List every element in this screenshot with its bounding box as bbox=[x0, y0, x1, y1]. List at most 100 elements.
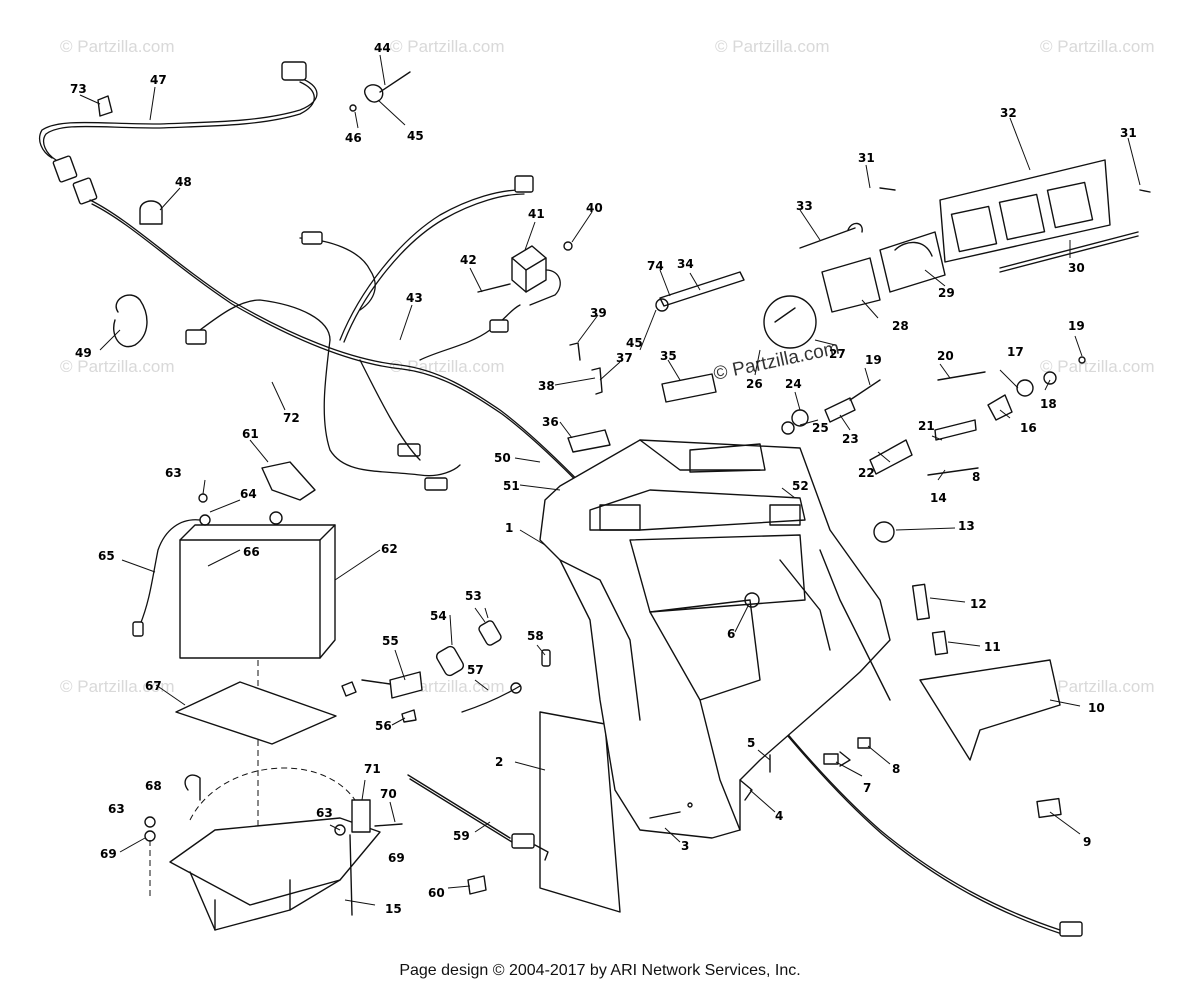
callout-34: 34 bbox=[677, 257, 694, 271]
wire-clip bbox=[97, 95, 113, 117]
watermark: © Partzilla.com bbox=[1040, 357, 1155, 376]
callout-27: 27 bbox=[829, 347, 846, 361]
wire-ring bbox=[113, 294, 148, 348]
callout-8: 8 bbox=[892, 762, 900, 776]
cover-plate bbox=[539, 711, 621, 913]
callout-46: 46 bbox=[345, 131, 362, 145]
callout-58: 58 bbox=[527, 629, 544, 643]
callout-69a: 69 bbox=[100, 847, 117, 861]
callout-11: 11 bbox=[984, 640, 1001, 654]
callout-45b: 45 bbox=[626, 336, 643, 350]
callout-35: 35 bbox=[660, 349, 677, 363]
callout-2: 2 bbox=[495, 755, 503, 769]
watermark: © Partzilla.com bbox=[1040, 37, 1155, 56]
callout-10: 10 bbox=[1088, 701, 1105, 715]
callout-53: 53 bbox=[465, 589, 482, 603]
callout-67: 67 bbox=[145, 679, 162, 693]
callout-37: 37 bbox=[616, 351, 633, 365]
watermark: © Partzilla.com bbox=[390, 37, 505, 56]
callout-1: 1 bbox=[505, 521, 513, 535]
wire-clamp bbox=[139, 200, 163, 225]
watermark: © Partzilla.com bbox=[390, 357, 505, 376]
callout-64: 64 bbox=[240, 487, 257, 501]
callout-62: 62 bbox=[381, 542, 398, 556]
callout-63c: 63 bbox=[316, 806, 333, 820]
callout-19b: 19 bbox=[1068, 319, 1085, 333]
callout-55: 55 bbox=[382, 634, 399, 648]
callout-71: 71 bbox=[364, 762, 381, 776]
callout-4: 4 bbox=[775, 809, 783, 823]
callout-68: 68 bbox=[145, 779, 162, 793]
callout-48: 48 bbox=[175, 175, 192, 189]
callout-31a: 31 bbox=[858, 151, 875, 165]
callout-56: 56 bbox=[375, 719, 392, 733]
callout-25: 25 bbox=[812, 421, 829, 435]
callout-16: 16 bbox=[1020, 421, 1037, 435]
callout-33: 33 bbox=[796, 199, 813, 213]
callout-15: 15 bbox=[385, 902, 402, 916]
gauge-cluster bbox=[763, 159, 1151, 349]
leader-lines bbox=[79, 54, 1141, 906]
page-footer: Page design © 2004-2017 by ARI Network S… bbox=[399, 962, 801, 979]
callout-70: 70 bbox=[380, 787, 397, 801]
callout-38: 38 bbox=[538, 379, 555, 393]
console bbox=[539, 439, 891, 839]
callout-19a: 19 bbox=[865, 353, 882, 367]
callout-51: 51 bbox=[503, 479, 520, 493]
callout-54: 54 bbox=[430, 609, 447, 623]
callout-21: 21 bbox=[918, 419, 935, 433]
callout-9: 9 bbox=[1083, 835, 1091, 849]
small-parts bbox=[341, 620, 681, 895]
callout-57: 57 bbox=[467, 663, 484, 677]
callout-50: 50 bbox=[494, 451, 511, 465]
callout-24: 24 bbox=[785, 377, 802, 391]
callout-31b: 31 bbox=[1120, 126, 1137, 140]
grommet bbox=[364, 84, 384, 103]
callout-40: 40 bbox=[586, 201, 603, 215]
callouts: 73 47 48 49 44 46 45 41 40 42 43 72 61 6… bbox=[70, 41, 1137, 916]
watermark: © Partzilla.com bbox=[60, 37, 175, 56]
wiring-harness bbox=[38, 61, 1083, 937]
switches bbox=[567, 271, 1086, 819]
callout-60: 60 bbox=[428, 886, 445, 900]
callout-8b: 8 bbox=[972, 470, 980, 484]
callout-12: 12 bbox=[970, 597, 987, 611]
callout-42: 42 bbox=[460, 253, 477, 267]
callout-29: 29 bbox=[938, 286, 955, 300]
callout-32: 32 bbox=[1000, 106, 1017, 120]
callout-23: 23 bbox=[842, 432, 859, 446]
callout-36: 36 bbox=[542, 415, 559, 429]
callout-74: 74 bbox=[647, 259, 664, 273]
callout-26: 26 bbox=[746, 377, 763, 391]
callout-73: 73 bbox=[70, 82, 87, 96]
callout-72: 72 bbox=[283, 411, 300, 425]
callout-65: 65 bbox=[98, 549, 115, 563]
callout-66: 66 bbox=[243, 545, 260, 559]
callout-69b: 69 bbox=[388, 851, 405, 865]
watermark: © Partzilla.com bbox=[1040, 677, 1155, 696]
callout-41: 41 bbox=[528, 207, 545, 221]
battery-tray bbox=[144, 767, 403, 931]
callout-43: 43 bbox=[406, 291, 423, 305]
callout-14: 14 bbox=[930, 491, 947, 505]
callout-39: 39 bbox=[590, 306, 607, 320]
callout-13: 13 bbox=[958, 519, 975, 533]
callout-63a: 63 bbox=[165, 466, 182, 480]
callout-18: 18 bbox=[1040, 397, 1057, 411]
callout-30: 30 bbox=[1068, 261, 1085, 275]
callout-45a: 45 bbox=[407, 129, 424, 143]
watermark: © Partzilla.com bbox=[60, 357, 175, 376]
callout-59: 59 bbox=[453, 829, 470, 843]
callout-52: 52 bbox=[792, 479, 809, 493]
callout-20: 20 bbox=[937, 349, 954, 363]
callout-17: 17 bbox=[1007, 345, 1024, 359]
callout-22: 22 bbox=[858, 466, 875, 480]
watermark: © Partzilla.com bbox=[60, 677, 175, 696]
callout-5: 5 bbox=[747, 736, 755, 750]
relay bbox=[477, 241, 573, 306]
callout-49: 49 bbox=[75, 346, 92, 360]
callout-61: 61 bbox=[242, 427, 259, 441]
callout-6: 6 bbox=[727, 627, 735, 641]
battery bbox=[132, 461, 337, 880]
